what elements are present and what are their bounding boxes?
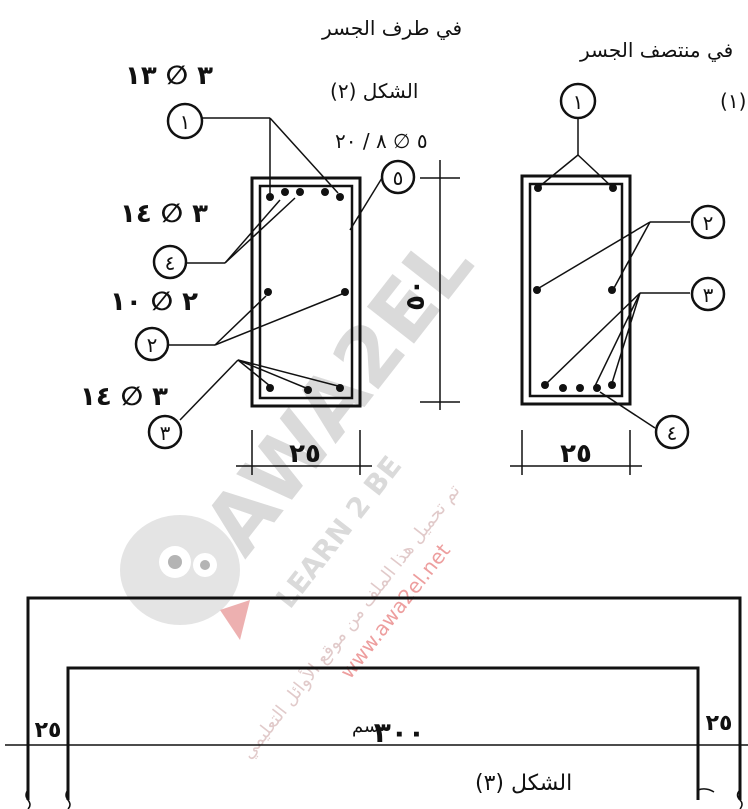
callout-end-4: ٤ (152, 244, 188, 280)
callout-mid-1: ١ (559, 82, 597, 120)
figure-2-label: الشكل (٢) (330, 79, 418, 103)
rebar-label-mid-side: ٢ ∅ ١٠ (110, 287, 198, 317)
rebars-mid (533, 184, 617, 392)
callout-end-5: ٥ (380, 159, 416, 195)
rebar-label-top-end: ٣ ∅ ١٣ (125, 61, 213, 91)
callout-mid-4: ٤ (654, 414, 690, 450)
rebars-end (264, 188, 349, 394)
callout-end-1: ١ (166, 102, 204, 140)
callout-end-2: ٢ (134, 326, 170, 362)
dimension-column-left: ٢٥ (35, 718, 62, 743)
figure-3-label: الشكل (٣) (475, 771, 572, 796)
svg-text:٥: ٥ (393, 166, 404, 190)
dimension-height-line (420, 160, 460, 410)
svg-text:٢: ٢ (703, 211, 714, 235)
callout-mid-2: ٢ (690, 204, 726, 240)
svg-text:٤: ٤ (165, 251, 176, 275)
svg-text:٣: ٣ (703, 283, 714, 307)
dimension-width-mid: ٢٥ (560, 439, 592, 469)
figure-1-label: الشكل (١) (720, 89, 748, 113)
callout-end-3: ٣ (147, 414, 183, 450)
dimension-span: ٣٠٠ (374, 716, 425, 749)
svg-text:٢: ٢ (147, 333, 158, 357)
rebar-label-stirrup: ٥ ∅ ٨ / ٢٠ (335, 129, 428, 153)
rebar-label-top-side: ٣ ∅ ١٤ (120, 199, 208, 229)
dimension-span-unit: سم (352, 716, 379, 737)
heading-beam-mid: في منتصف الجسر (579, 38, 733, 63)
section-beam-end (165, 117, 383, 475)
dimension-column-right: ٢٥ (706, 711, 733, 736)
svg-text:٤: ٤ (667, 421, 678, 445)
rebar-label-bottom-side: ٣ ∅ ١٤ (80, 382, 168, 412)
dimension-height: ٥٠ (401, 279, 431, 311)
svg-text:١: ١ (180, 110, 191, 134)
svg-text:٣: ٣ (160, 421, 171, 445)
dimension-width-end: ٢٥ (289, 439, 321, 469)
section-beam-mid (510, 118, 690, 475)
callout-mid-3: ٣ (690, 276, 726, 312)
portal-frame (5, 596, 748, 809)
heading-beam-end: في طرف الجسر (321, 16, 462, 41)
svg-text:١: ١ (573, 90, 584, 114)
